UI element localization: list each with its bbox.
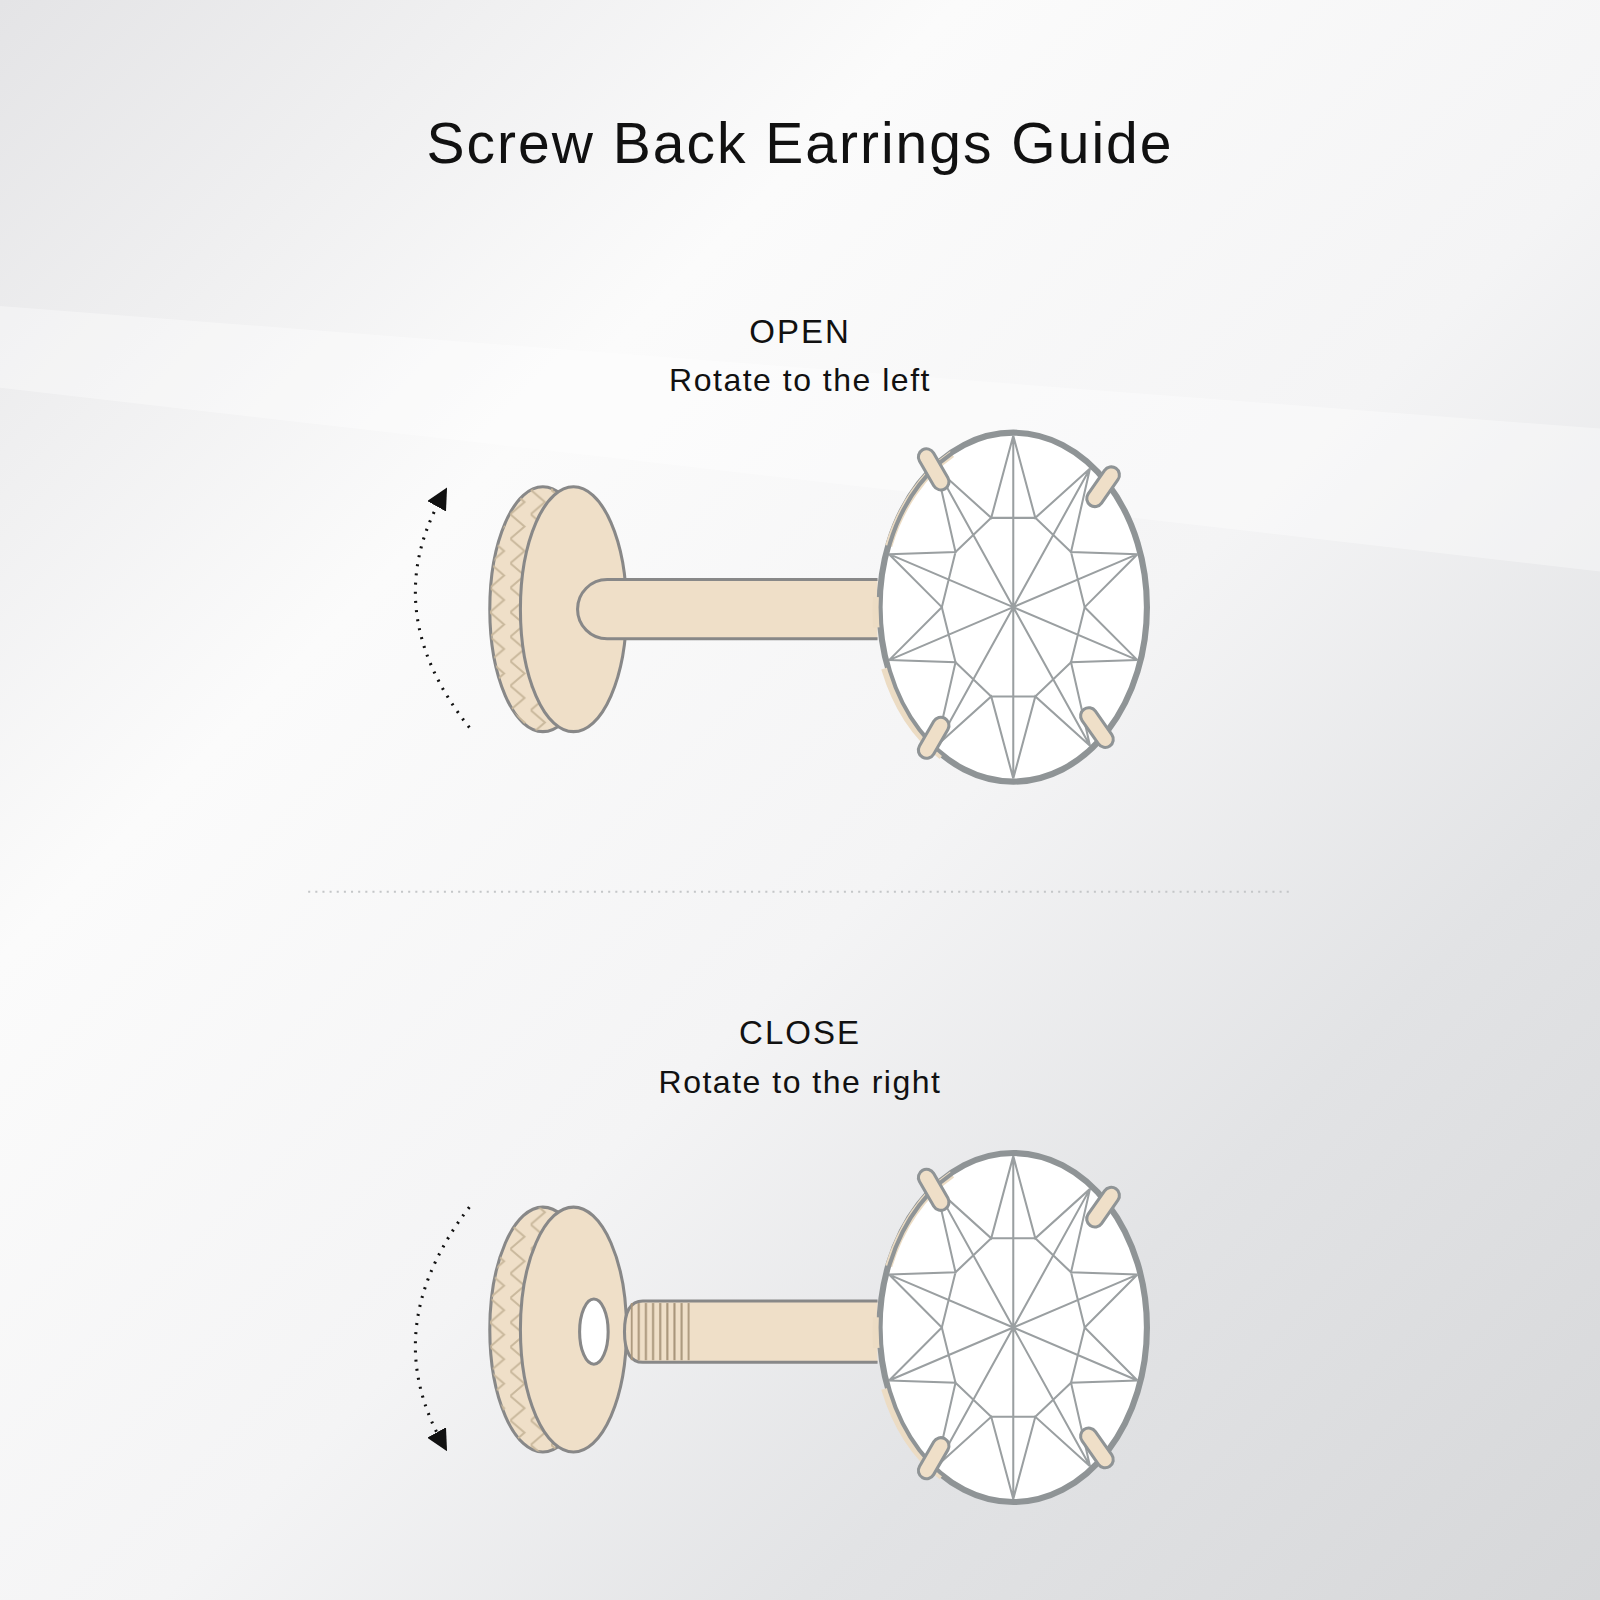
state-label: CLOSE — [0, 1014, 1600, 1052]
title: Screw Back Earrings Guide — [0, 110, 1600, 176]
instruction-label: Rotate to the right — [0, 1064, 1600, 1101]
state-label: OPEN — [0, 313, 1600, 351]
open-earring — [415, 432, 1148, 783]
instruction-label: Rotate to the left — [0, 362, 1600, 399]
close-earring — [415, 1152, 1148, 1503]
